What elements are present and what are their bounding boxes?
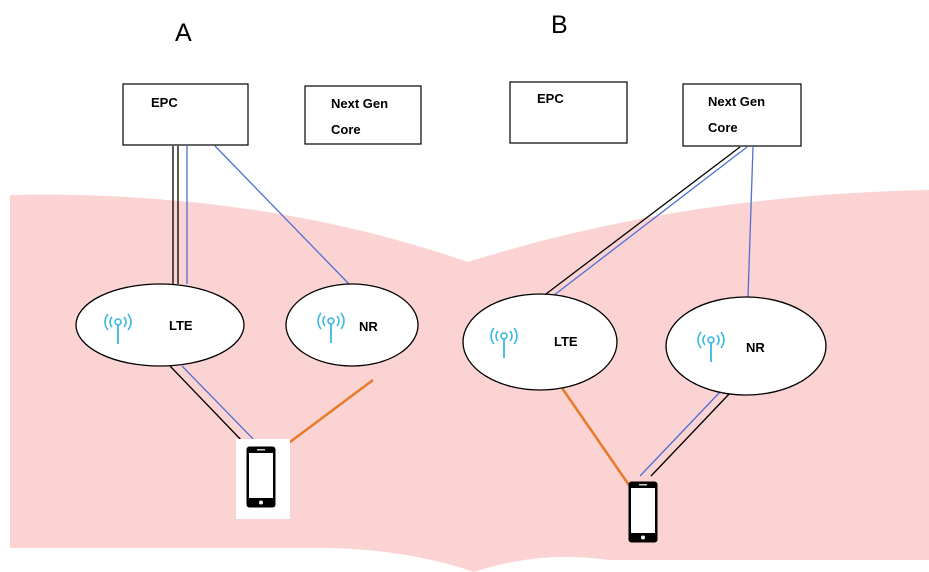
b-nr-label: NR (746, 340, 765, 355)
b-nr-node: NR (665, 296, 827, 396)
a-ngc-label-line2: Core (331, 122, 361, 137)
a-next-gen-core-node: Next Gen Core (304, 85, 422, 145)
a-lte-label: LTE (169, 318, 193, 333)
a-epc-nr-blue-line (214, 145, 350, 285)
a-nr-label: NR (359, 319, 378, 334)
b-ngc-label-line2: Core (708, 120, 738, 135)
b-nr-phone-blue-line (639, 391, 721, 477)
smartphone-icon (628, 480, 658, 544)
a-lte-phone-blue-line (181, 365, 258, 444)
b-ngc-lte-blue-line (548, 146, 748, 300)
panel-b-label: B (551, 11, 568, 39)
a-epc-label: EPC (151, 95, 178, 110)
b-epc-node: EPC (509, 81, 628, 144)
b-lte-phone-orange-line (560, 387, 633, 489)
a-lte-phone-black-line (169, 365, 245, 444)
b-lte-node: LTE (462, 293, 618, 391)
b-nr-phone-black-line (650, 391, 732, 477)
smartphone-icon (246, 445, 276, 509)
b-ngc-nr-blue-line (747, 146, 754, 298)
a-epc-node: EPC (122, 83, 249, 146)
b-ngc-lte-black-line (541, 146, 741, 298)
b-ngc-label-line1: Next Gen (708, 94, 765, 109)
a-ngc-label-line1: Next Gen (331, 96, 388, 111)
a-nr-phone-orange-line (285, 378, 374, 447)
b-next-gen-core-node: Next Gen Core (682, 83, 802, 147)
panel-a-label: A (175, 19, 192, 47)
b-epc-label: EPC (537, 91, 564, 106)
a-nr-node: NR (285, 283, 419, 367)
a-lte-node: LTE (75, 283, 245, 367)
b-lte-label: LTE (554, 334, 578, 349)
